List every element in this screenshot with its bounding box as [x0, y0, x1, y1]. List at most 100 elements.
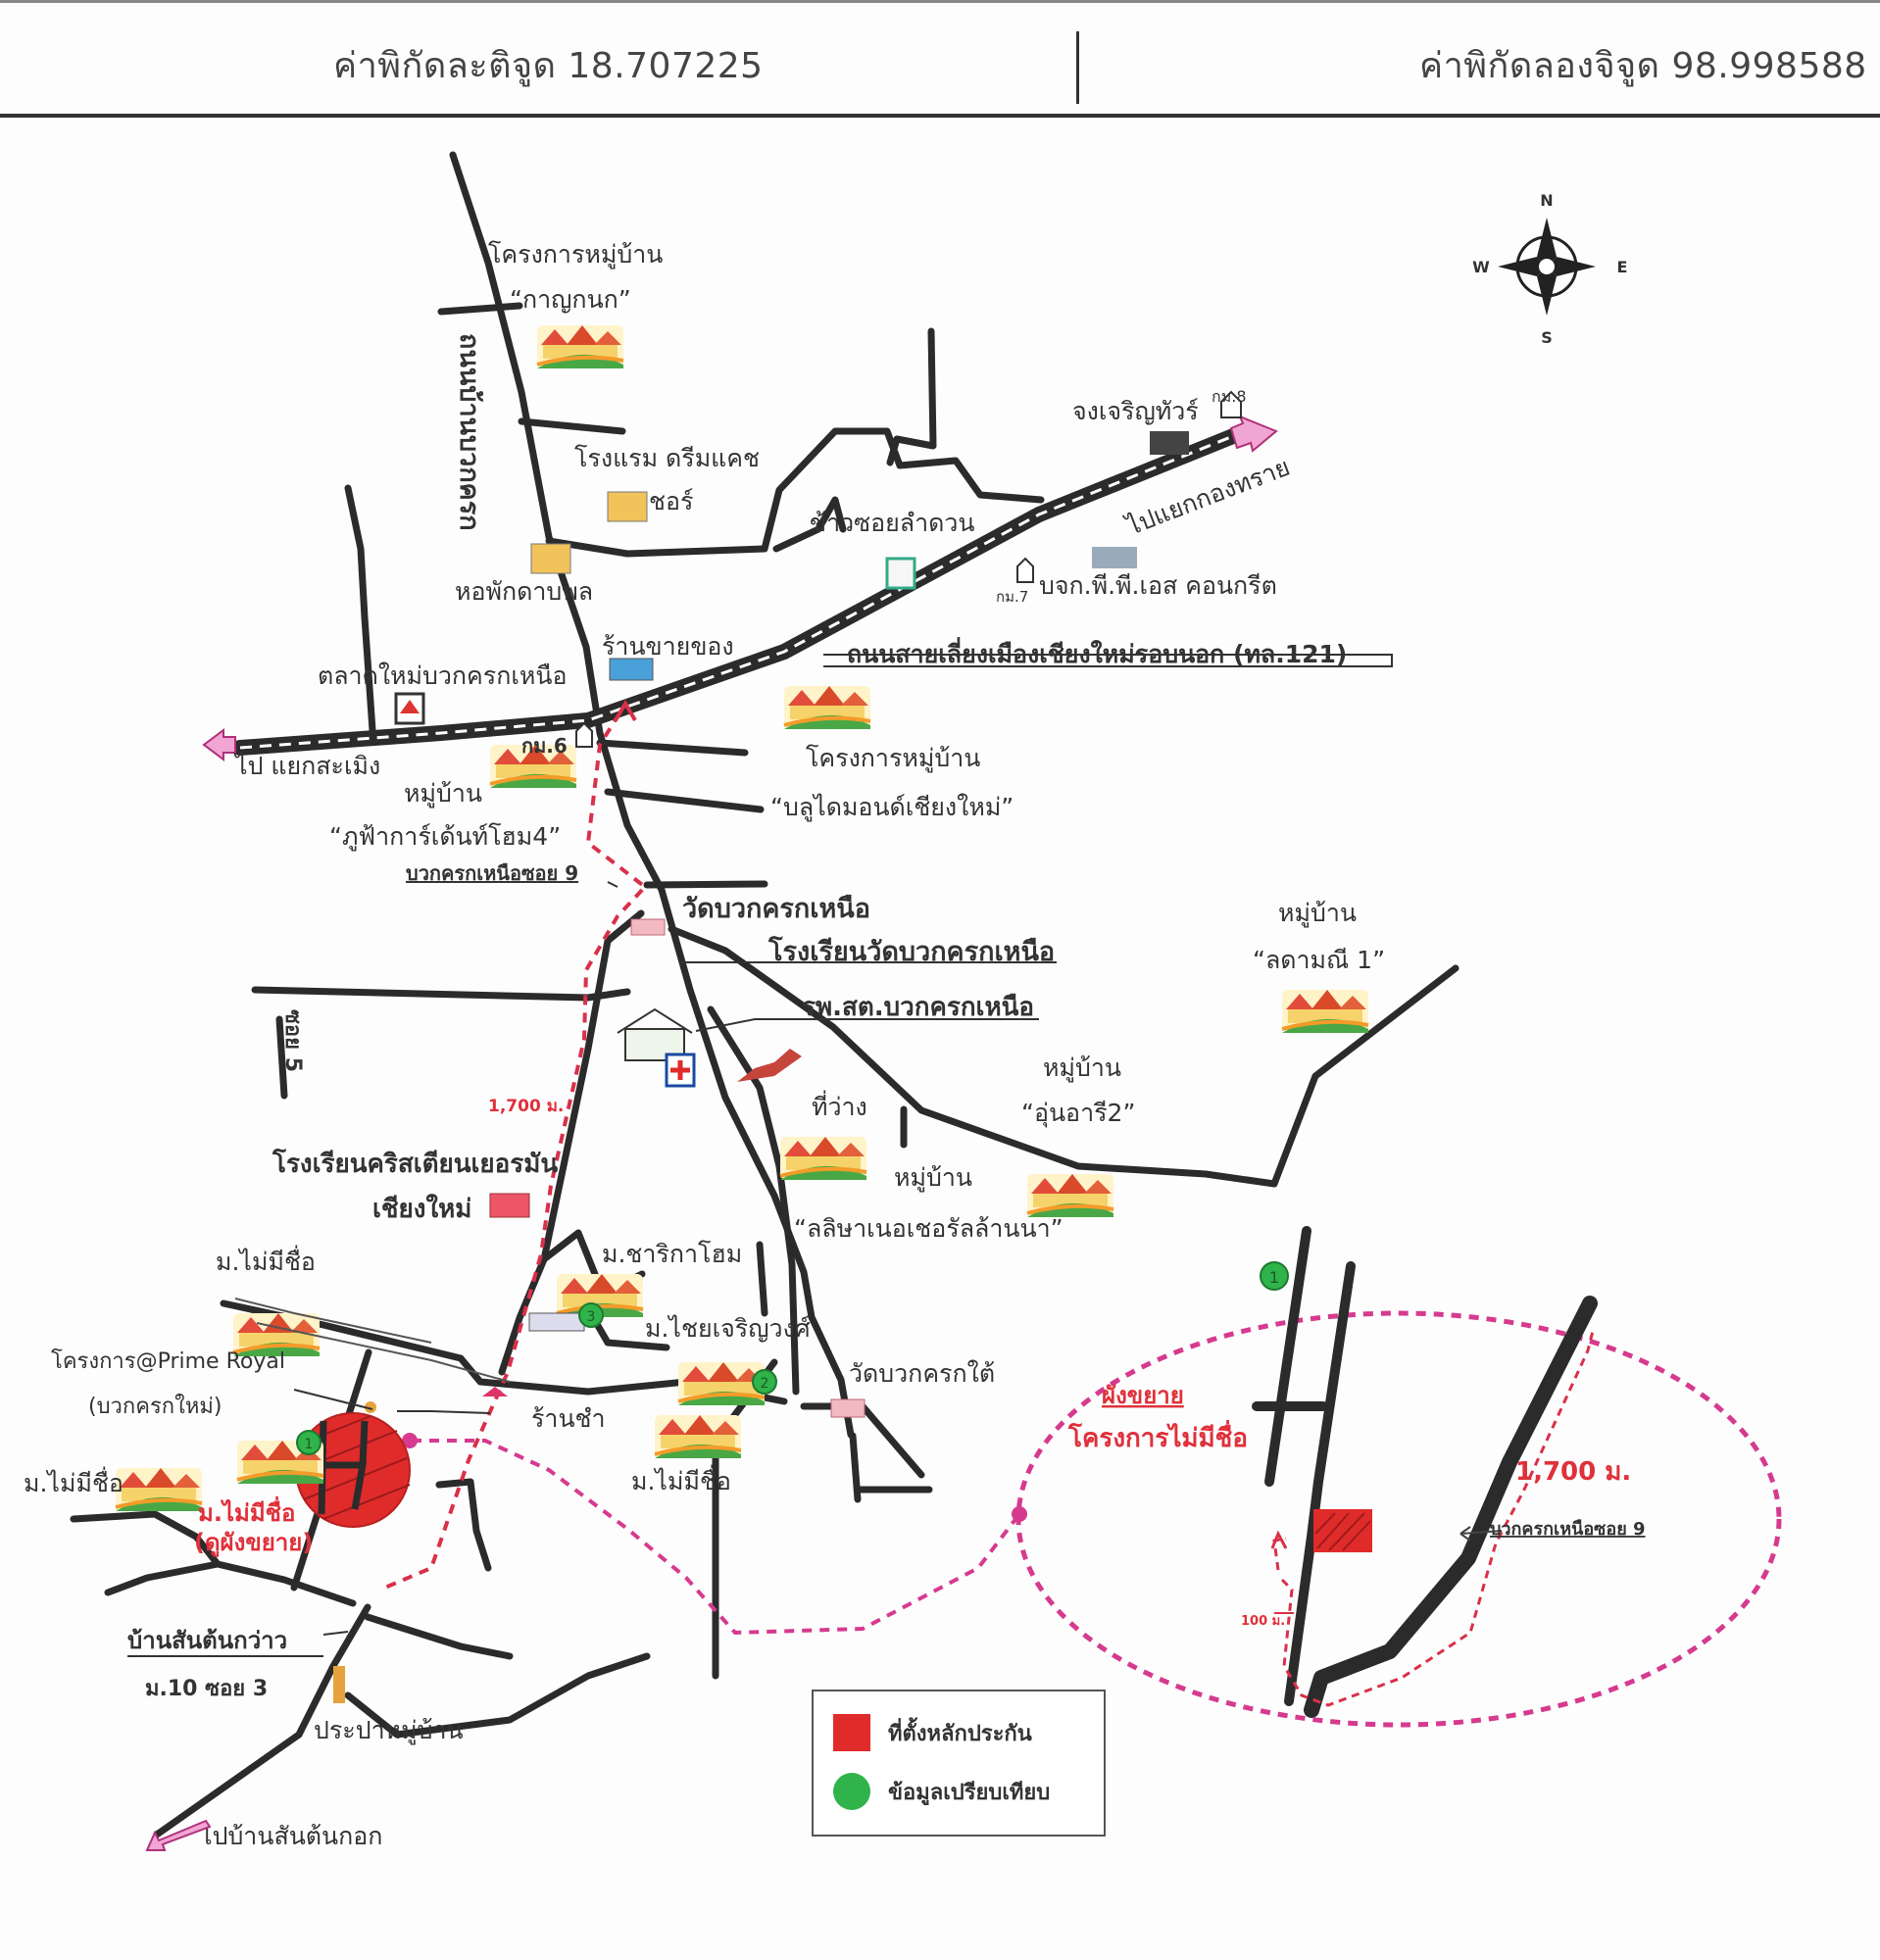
inset-ellipse — [1015, 1310, 1782, 1728]
compass-e: E — [1617, 258, 1628, 276]
label-ladamanee-name: “ลดามณี 1” — [1253, 946, 1385, 974]
label-kanoknok-name: “กาญกนก” — [510, 285, 631, 314]
header-divider — [0, 114, 1880, 118]
label-bluediamond-name: “บลูไดมอนด์เชียงใหม่” — [770, 793, 1014, 822]
village-icon — [676, 1360, 767, 1407]
km7-marker-icon — [1016, 557, 1034, 583]
label-christian-school: โรงเรียนคริสเตียนเยอรมัน — [272, 1148, 558, 1179]
arrow-east-icon — [1229, 415, 1278, 453]
label-wat-south: วัดบวกครกใต้ — [849, 1359, 995, 1388]
village-icon — [114, 1466, 204, 1513]
svg-text:1: 1 — [305, 1437, 314, 1452]
wat-south-icon — [830, 1398, 866, 1418]
label-chaicharoen: ม.ไชยเจริญวงศ์ — [645, 1314, 811, 1343]
label-hotel-2: ชอร์ — [649, 487, 693, 515]
label-school: โรงเรียนวัดบวกครกเหนือ — [767, 935, 1055, 967]
label-christian-school-2: เชียงใหม่ — [372, 1194, 471, 1224]
roads — [70, 151, 1459, 1838]
dorm-icon — [530, 543, 571, 574]
label-unnamed-village-2: ม.ไม่มีชื่อ — [631, 1464, 731, 1495]
label-phufah: หมู่บ้าน — [404, 779, 482, 808]
label-lalisa-name: “ลลิษาเนอเชอรัลล้านนา” — [794, 1214, 1064, 1243]
temple-icon — [630, 918, 666, 936]
longitude-label: ค่าพิกัดลองจิจูด 98.998588 — [1419, 46, 1867, 86]
label-km8: กม.8 — [1212, 387, 1247, 406]
inset-leader-line — [1459, 1530, 1503, 1535]
legend-row-collateral: ที่ตั้งหลักประกัน — [833, 1711, 1032, 1754]
label-grocery: ร้านขายของ — [602, 632, 734, 661]
label-phufah-name: “ภูฟ้าการ์เด้นท์โฮม4” — [329, 822, 561, 852]
label-soi9: บวกครกเหนือซอย 9 — [406, 861, 578, 885]
village-icon — [778, 1135, 868, 1182]
hotel-icon — [607, 491, 648, 522]
market-icon — [394, 692, 425, 725]
label-km7: กม.7 — [996, 588, 1028, 606]
label-aunaree-name: “อุ่นอารี2” — [1021, 1099, 1135, 1128]
label-road-buakkhrok: ถนนบ้านบวกครก — [454, 333, 484, 531]
village-icon — [1025, 1172, 1115, 1219]
km6-marker-icon — [575, 721, 593, 748]
inset-comparison-marker — [1260, 1261, 1289, 1291]
svg-text:2: 2 — [761, 1376, 769, 1392]
label-santonkwao: บ้านสันต้นกว่าว — [127, 1627, 287, 1654]
inset-arrow-icon — [1270, 1530, 1288, 1549]
label-water: ประปาหมู่บ้าน — [314, 1716, 464, 1745]
shop-icon — [609, 658, 654, 681]
comparison-marker-2 — [752, 1369, 777, 1395]
compass-w: W — [1472, 258, 1490, 276]
prime-royal-dot — [365, 1401, 376, 1413]
link-dot-icon — [402, 1433, 418, 1448]
km8-marker-icon — [1220, 390, 1242, 418]
label-tea-shop: ร้านชำ — [531, 1404, 606, 1433]
village-icon — [1280, 988, 1370, 1035]
label-market: ตลาดใหม่บวกครกเหนือ — [318, 662, 567, 690]
header-separator — [1076, 31, 1079, 104]
legend-collateral-label: ที่ตั้งหลักประกัน — [888, 1721, 1032, 1746]
label-hotel: โรงแรม ดรีมแคช — [574, 444, 760, 472]
label-prime-royal: โครงการ@Prime Royal — [51, 1348, 285, 1374]
label-aunaree: หมู่บ้าน — [1043, 1054, 1121, 1083]
arrow-southwest-icon — [145, 1819, 212, 1851]
compass-s: S — [1541, 328, 1553, 347]
compass-n: N — [1540, 191, 1553, 210]
collateral-swatch-icon — [833, 1714, 870, 1751]
compass-rose: N S E W — [1472, 191, 1627, 347]
water-tower-icon — [333, 1666, 345, 1703]
label-unnamed-village-1: ม.ไม่มีชื่อ — [216, 1245, 316, 1276]
route-arrow-icon — [614, 700, 637, 722]
inset-title: ผังขยาย — [1102, 1382, 1184, 1409]
inset-title-2: โครงการไม่มีชื่อ — [1067, 1419, 1248, 1453]
village-icon — [782, 684, 872, 731]
label-dorm: หอพักดาบพล — [455, 577, 593, 606]
tea-shop-icon — [482, 1387, 508, 1396]
label-m10: ม.10 ซอย 3 — [145, 1677, 268, 1701]
label-to-samoeng: ไป แยกสะเมิง — [233, 752, 380, 780]
svg-text:1: 1 — [1269, 1268, 1279, 1287]
prime-royal-outline — [234, 1298, 511, 1383]
arrow-west-icon — [202, 728, 236, 761]
factory-icon — [1092, 547, 1137, 568]
inset-link — [412, 1439, 1021, 1636]
village-icon — [653, 1413, 743, 1460]
comparison-marker-1 — [296, 1430, 322, 1455]
label-charika: ม.ชาริกาโฮม — [602, 1240, 742, 1268]
label-distance-1700: 1,700 ม. — [488, 1097, 564, 1116]
inset-collateral-plot — [1313, 1509, 1372, 1552]
label-unnamed-village-3: ม.ไม่มีชื่อ — [24, 1466, 124, 1497]
legend-box: ที่ตั้งหลักประกัน ข้อมูลเปรียบเทียบ — [812, 1690, 1106, 1837]
restaurant-icon — [885, 557, 916, 590]
bus-icon — [1150, 431, 1189, 455]
label-hospital: รพ.สต.บวกครกเหนือ — [802, 993, 1034, 1022]
link-dot-icon — [1012, 1506, 1027, 1522]
label-rice-shop: ข้าวซอยลำดวน — [810, 509, 975, 537]
label-wat: วัดบวกครกเหนือ — [682, 894, 870, 924]
label-bluediamond: โครงการหมู่บ้าน — [806, 744, 980, 773]
label-jongcharoen: จงเจริญทัวร์ — [1072, 397, 1199, 425]
highway-121 — [202, 415, 1278, 761]
label-ladamanee: หมู่บ้าน — [1278, 899, 1357, 928]
inset-map: 1 — [1252, 1226, 1598, 1718]
inset-distance: 1,700 ม. — [1515, 1457, 1631, 1487]
inset-distance-100: 100 ม. — [1241, 1614, 1285, 1629]
header-top-line — [0, 0, 1880, 3]
